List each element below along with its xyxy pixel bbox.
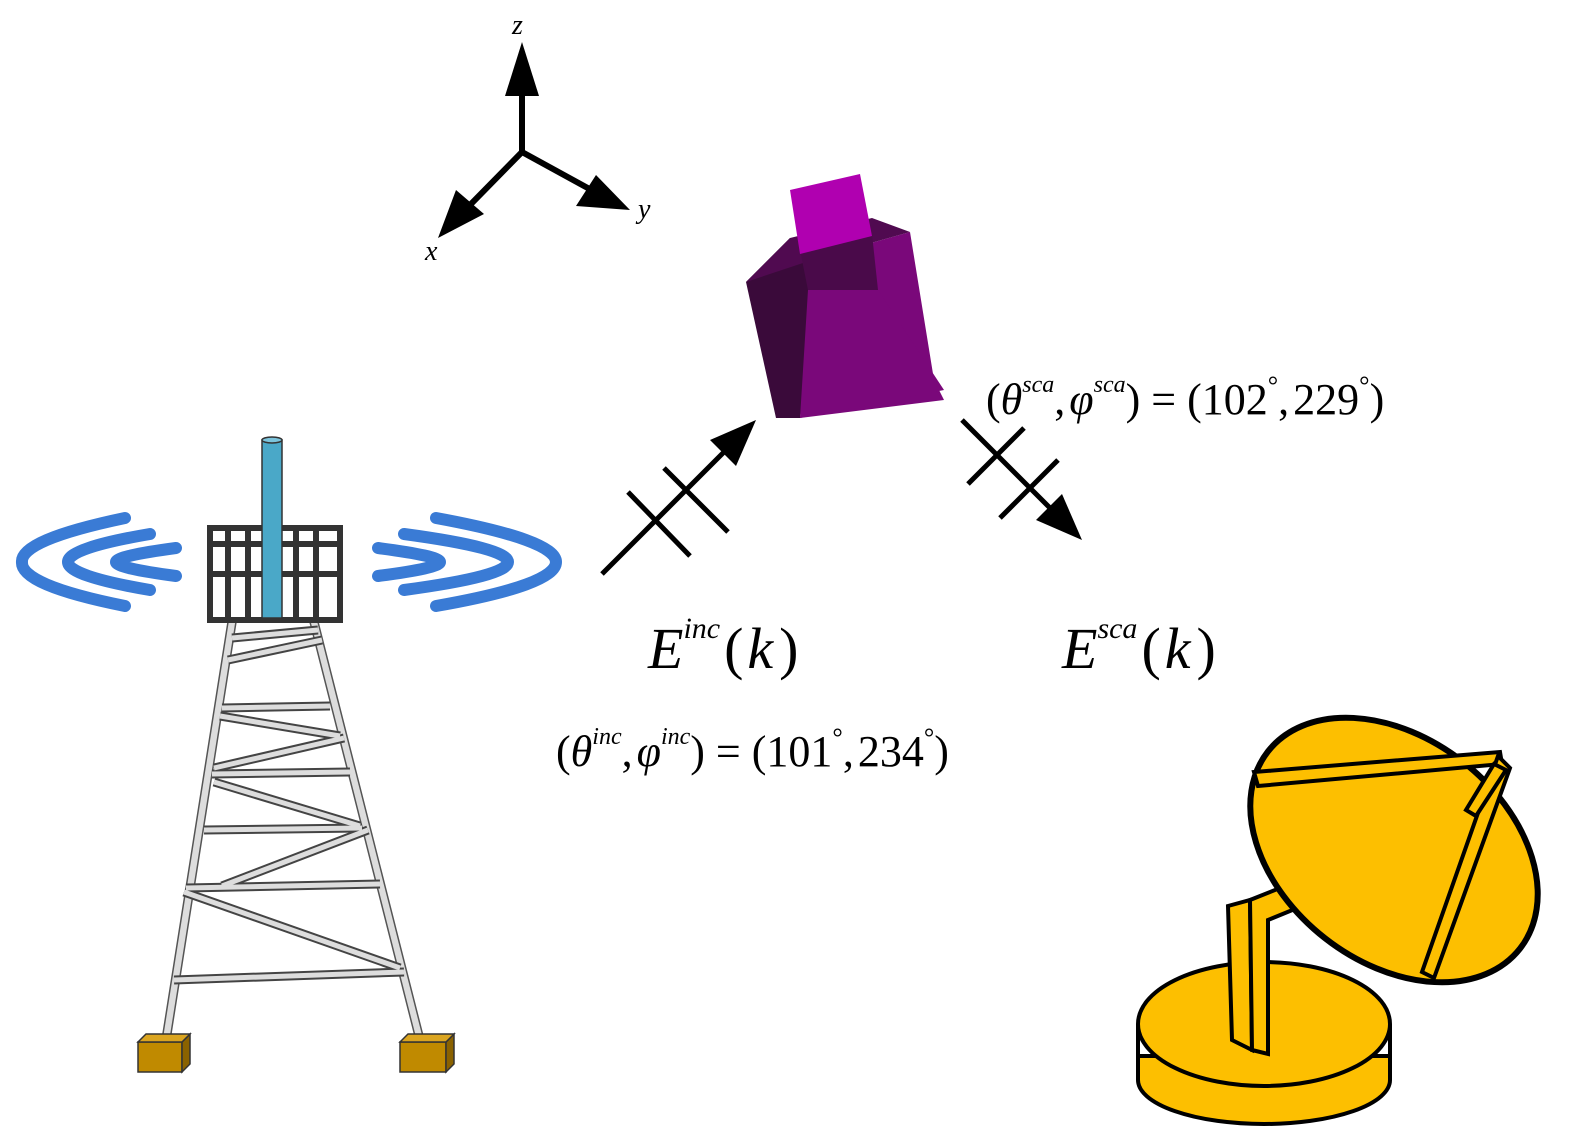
dish-feed-struts [1251, 749, 1513, 981]
transmitter-tower [16, 436, 563, 1074]
scattered-angles-label: (θsca,φsca) = (102°,229°) [986, 371, 1384, 424]
z-axis-label: z [511, 10, 523, 41]
target-top-block [790, 174, 872, 254]
dish-mount [1225, 877, 1315, 1057]
scattered-wave-arrow [960, 418, 1082, 540]
radio-waves-right [372, 512, 563, 612]
antenna-pole [261, 439, 283, 619]
incident-wave-arrow [600, 420, 756, 576]
tower-footing-right [398, 1032, 456, 1074]
x-axis-label: x [424, 236, 438, 267]
target-left-face [746, 238, 818, 418]
receiver-dish [1136, 714, 1541, 1126]
y-axis-arrowhead [576, 175, 630, 210]
scattered-field-label: Esca(k) [1061, 612, 1216, 681]
incident-angles-label: (θinc,φinc) = (101°,234°) [556, 723, 949, 776]
x-axis-arrowhead [438, 190, 484, 238]
y-axis-label: y [635, 194, 651, 225]
coordinate-axes: z y x [424, 10, 651, 267]
radio-waves-left [16, 512, 182, 612]
x-axis-line [467, 149, 525, 208]
y-axis-line [520, 149, 597, 195]
z-axis-arrowhead [505, 42, 539, 96]
tower-braces-fill [173, 627, 405, 983]
tower-footing-left [136, 1032, 192, 1074]
scattering-target [746, 174, 944, 418]
incident-field-label: Einc(k) [647, 612, 799, 681]
